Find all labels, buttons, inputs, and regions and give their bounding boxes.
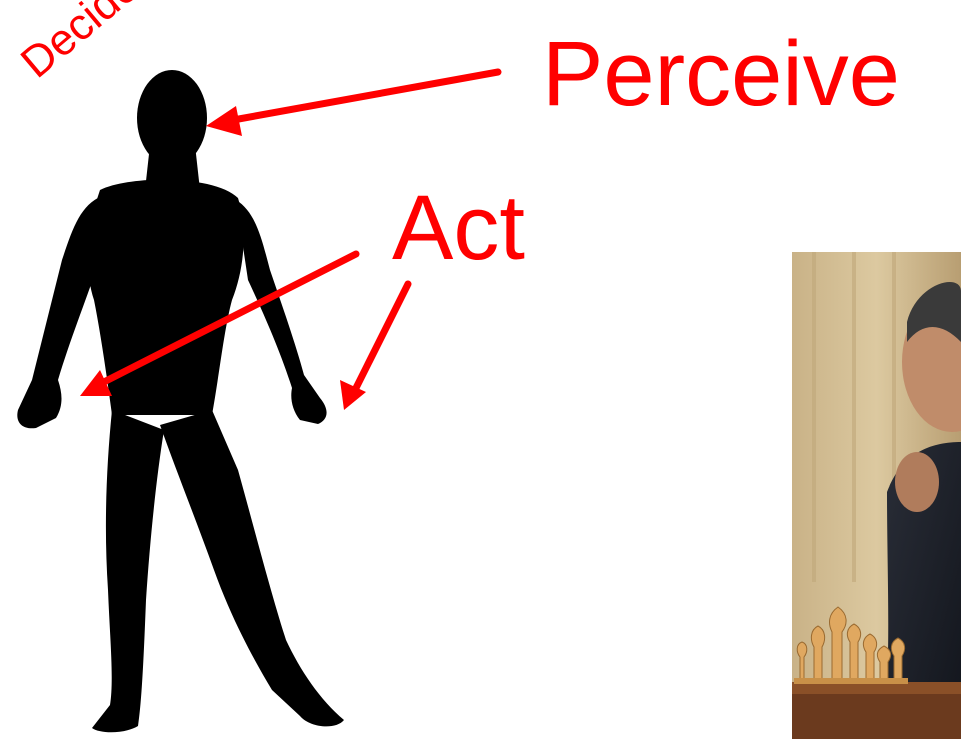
perceive-arrowhead — [206, 106, 242, 136]
act-arrowhead-right — [340, 380, 366, 410]
act-arrow-line-left — [96, 254, 356, 386]
perceive-arrow-line — [222, 72, 498, 122]
perceive-label: Perceive — [542, 28, 900, 120]
act-arrow-line-right — [352, 284, 408, 396]
act-label: Act — [392, 182, 525, 274]
